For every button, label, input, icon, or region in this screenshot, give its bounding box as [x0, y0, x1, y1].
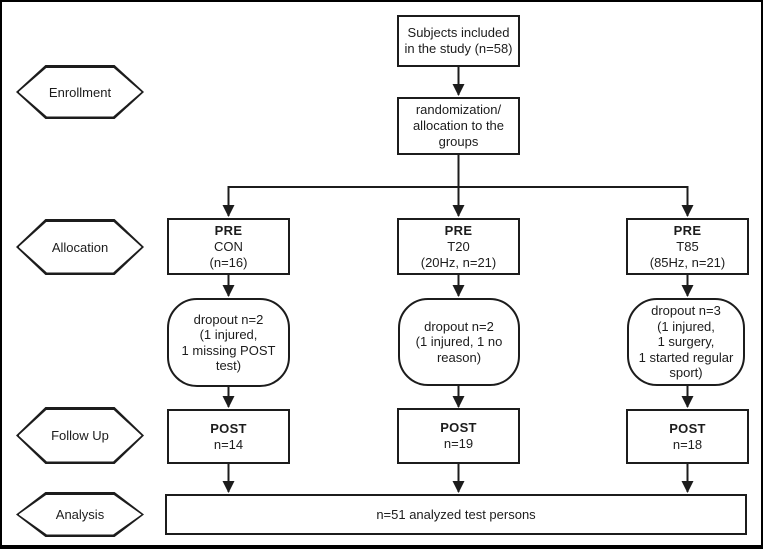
analysis-summary-text: n=51 analyzed test persons: [376, 507, 536, 522]
stage-label-follow-up: Follow Up: [51, 428, 109, 443]
hexagon-fill: [18, 67, 142, 117]
post-count: n=18: [672, 436, 703, 452]
post-box-t85: POST n=18: [626, 409, 749, 464]
post-box-con: POST n=14: [167, 409, 290, 464]
post-box-t20: POST n=19: [397, 408, 520, 464]
hexagon-fill: [18, 494, 142, 535]
stage-hexagon-allocation: Allocation: [16, 219, 144, 275]
post-count: n=19: [443, 436, 474, 451]
pre-title: PRE: [444, 222, 473, 238]
pre-details: T20(20Hz, n=21): [420, 238, 497, 270]
pre-box-con: PRE CON(n=16): [167, 218, 290, 275]
hexagon-fill: [18, 221, 142, 273]
stage-hexagon-analysis: Analysis: [16, 492, 144, 537]
hexagon-fill: [18, 409, 142, 462]
stage-label-analysis: Analysis: [55, 507, 105, 522]
post-count: n=14: [213, 436, 244, 452]
post-title: POST: [210, 420, 247, 436]
pre-details: CON(n=16): [209, 238, 248, 270]
pre-box-t85: PRE T85(85Hz, n=21): [626, 218, 749, 275]
dropout-box-t85: dropout n=3(1 injured,1 surgery,1 starte…: [627, 298, 745, 386]
stage-hexagon-follow-up: Follow Up: [16, 407, 144, 464]
analysis-summary-box: n=51 analyzed test persons: [165, 494, 747, 535]
post-title: POST: [669, 420, 706, 436]
pre-title: PRE: [214, 222, 243, 238]
stage-label-enrollment: Enrollment: [48, 84, 112, 100]
pre-details: T85(85Hz, n=21): [649, 238, 726, 270]
stage-hexagon-enrollment: Enrollment: [16, 65, 144, 119]
pre-box-t20: PRE T20(20Hz, n=21): [397, 218, 520, 275]
post-title: POST: [440, 420, 477, 435]
stage-label-allocation: Allocation: [51, 239, 109, 255]
dropout-text: dropout n=3(1 injured,1 surgery,1 starte…: [638, 303, 734, 381]
pre-title: PRE: [673, 222, 702, 238]
